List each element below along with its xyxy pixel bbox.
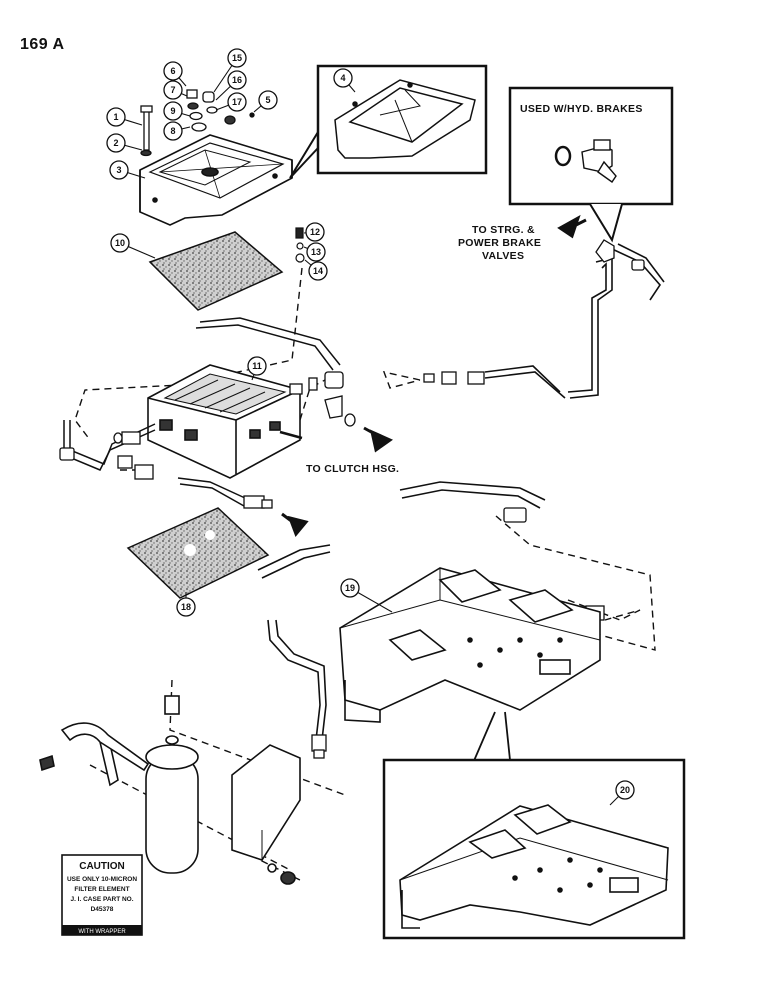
callout-number: 1: [113, 112, 118, 122]
svg-text:TO STRG. &: TO STRG. &: [472, 224, 535, 236]
caution-line: D45378: [91, 906, 114, 913]
callout-number: 8: [170, 126, 175, 136]
callout-circle: [340, 578, 360, 598]
callout-circle: [106, 107, 126, 127]
callout-circle: [163, 80, 183, 100]
callout-number: 11: [252, 361, 262, 371]
callout-circle: [615, 780, 635, 800]
caution-title: CAUTION: [79, 861, 125, 872]
callout-number: 19: [345, 583, 355, 593]
callout-circle: [163, 121, 183, 141]
callout-circle: [258, 90, 278, 110]
callout-number: 6: [170, 66, 175, 76]
svg-text:POWER BRAKE: POWER BRAKE: [458, 237, 541, 249]
caution-label: CAUTION USE ONLY 10-MICRON FILTER ELEMEN…: [61, 854, 143, 936]
callout-number: 18: [181, 602, 191, 612]
caution-line: USE ONLY 10-MICRON: [67, 876, 137, 883]
caution-line: J. I. CASE PART NO.: [70, 896, 133, 903]
callout-circle: [227, 70, 247, 90]
direction-arrow: [363, 426, 394, 453]
callout-circle: [163, 101, 183, 121]
callout-circle: [227, 48, 247, 68]
callout-circle: [176, 597, 196, 617]
callout-circle: [163, 61, 183, 81]
plate-detail-box: [289, 64, 488, 179]
callout-number: 2: [113, 138, 118, 148]
caution-line: FILTER ELEMENT: [74, 886, 129, 893]
callout-circle: [306, 242, 326, 262]
lower-plate: [339, 567, 601, 723]
hyd-brakes-box: USED W/HYD. BRAKES: [508, 86, 674, 243]
callout-circle: [227, 92, 247, 112]
cover-plate: [139, 134, 293, 226]
callout-number: 13: [311, 247, 321, 257]
callout-number: 7: [170, 85, 175, 95]
filter-assembly: [39, 695, 301, 885]
callout-number: 16: [232, 75, 242, 85]
caution-footer: WITH WRAPPER: [78, 929, 126, 935]
callout-number: 3: [116, 165, 121, 175]
callout-number: 10: [115, 238, 125, 248]
callout-number: 4: [340, 73, 345, 83]
upper-gasket: [148, 231, 284, 311]
bolt-and-fittings: [140, 89, 255, 157]
page-number: 169 A: [20, 36, 65, 53]
callout-number: 12: [310, 227, 320, 237]
callout-number: 15: [232, 53, 242, 63]
callout-number: 20: [620, 785, 630, 795]
lower-gasket: [126, 507, 270, 599]
callout-number: 17: [232, 97, 242, 107]
plate-detail-box-lower: [382, 758, 686, 940]
valve-fittings: [59, 371, 356, 509]
to-clutch-note: TO CLUTCH HSG.: [306, 463, 399, 475]
callout-number: 9: [170, 106, 175, 116]
callout-circle: [247, 356, 267, 376]
hyd-brakes-label: USED W/HYD. BRAKES: [520, 103, 643, 115]
callout-circle: [109, 160, 129, 180]
direction-arrow: [557, 214, 587, 239]
direction-arrow: [281, 512, 309, 537]
callout-circle: [305, 222, 325, 242]
plug-spring-ball: [295, 227, 305, 263]
callout-number: 14: [313, 266, 323, 276]
svg-text:VALVES: VALVES: [482, 250, 524, 262]
callout-circle: [110, 233, 130, 253]
strg-valves-note: TO STRG. & POWER BRAKE VALVES: [458, 224, 541, 262]
callout-circle: [106, 133, 126, 153]
callout-circle: [333, 68, 353, 88]
valve-body: [147, 364, 303, 479]
callout-circle: [308, 261, 328, 281]
callout-number: 5: [265, 95, 270, 105]
